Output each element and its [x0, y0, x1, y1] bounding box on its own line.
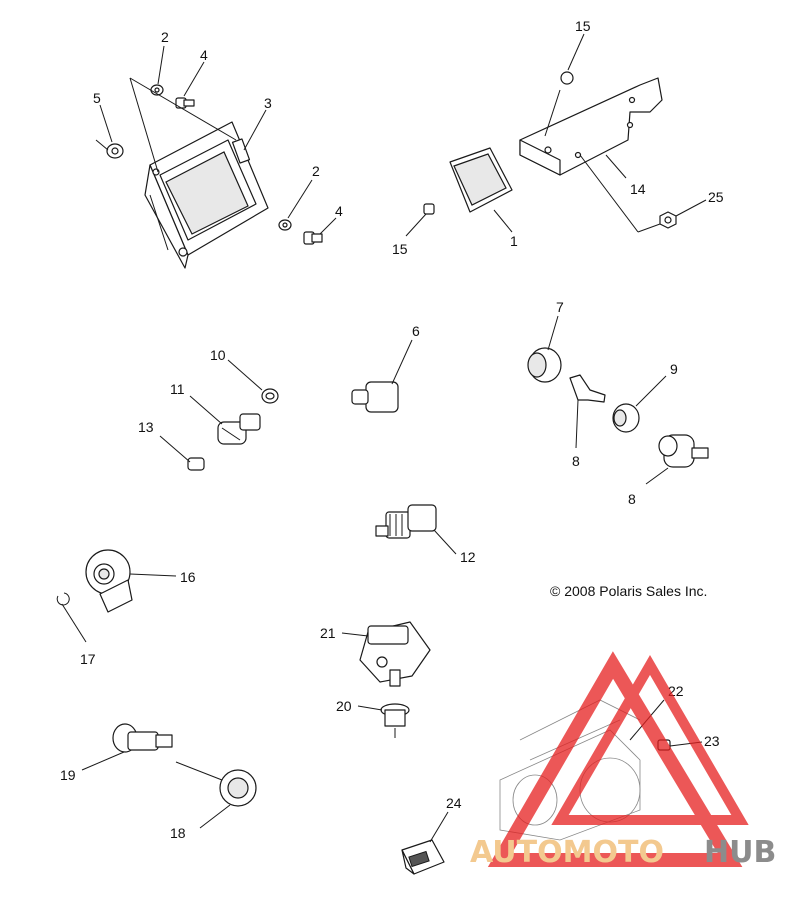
- clip-8: [569, 374, 606, 403]
- o-ring-10: [261, 388, 279, 404]
- temp-sensor-12: [375, 504, 437, 539]
- clip-17: [56, 592, 70, 606]
- callout-15-top: 15: [575, 18, 591, 34]
- callout-17: 17: [80, 651, 96, 667]
- knock-sensor-16: [85, 549, 133, 613]
- callout-2-top: 2: [161, 29, 169, 45]
- washer-5: [106, 143, 124, 159]
- mounting-bracket: [519, 77, 663, 176]
- fastener-15-left: [423, 203, 435, 215]
- callout-13: 13: [138, 419, 154, 435]
- watermark-text-hub: HUB: [704, 835, 776, 870]
- leader-lines: [61, 33, 707, 843]
- sensor-6: [351, 381, 399, 413]
- callout-23: 23: [704, 733, 720, 749]
- bolt-4-right: [303, 231, 323, 245]
- callout-3: 3: [264, 95, 272, 111]
- callout-8-right: 8: [628, 491, 636, 507]
- cover-module: [449, 147, 513, 213]
- callout-4-right: 4: [335, 203, 343, 219]
- nut-25: [659, 211, 677, 229]
- callout-25: 25: [708, 189, 724, 205]
- watermark-text-automoto: AUTOMOTO: [470, 835, 664, 870]
- grommet-9: [612, 403, 640, 433]
- callout-9: 9: [670, 361, 678, 377]
- copyright-notice: © 2008 Polaris Sales Inc.: [550, 583, 707, 599]
- grommet-7: [527, 347, 562, 383]
- callout-19: 19: [60, 767, 76, 783]
- callout-10: 10: [210, 347, 226, 363]
- callout-4-top: 4: [200, 47, 208, 63]
- callout-21: 21: [320, 625, 336, 641]
- callout-15-left: 15: [392, 241, 408, 257]
- callout-24: 24: [446, 795, 462, 811]
- callout-6: 6: [412, 323, 420, 339]
- callout-1: 1: [510, 233, 518, 249]
- plug-20: [380, 703, 410, 727]
- sensor-21: [359, 621, 431, 687]
- bolt-4-top: [175, 97, 195, 109]
- ecu-module: [144, 121, 269, 269]
- sensor-8: [658, 434, 709, 468]
- callout-14: 14: [630, 181, 646, 197]
- watermark-logo: AUTOMOTO HUB: [470, 651, 776, 870]
- callout-labels: 2 4 5 3 2 4 15 14 25 1 15 6 7 9 8 8 10 1…: [60, 18, 724, 841]
- callout-11: 11: [170, 381, 185, 397]
- sensor-19: [112, 723, 173, 753]
- callout-7: 7: [556, 299, 564, 315]
- switch-24: [401, 839, 445, 875]
- sensor-11: [217, 413, 261, 445]
- callout-8-left: 8: [572, 453, 580, 469]
- callout-18: 18: [170, 825, 186, 841]
- callout-20: 20: [336, 698, 352, 714]
- callout-16: 16: [180, 569, 196, 585]
- fastener-15-top: [560, 71, 574, 85]
- washer-2-right: [278, 219, 292, 231]
- callout-2-right: 2: [312, 163, 320, 179]
- bolt-13: [187, 457, 205, 471]
- callout-5: 5: [93, 90, 101, 106]
- seal-18: [219, 769, 257, 807]
- callout-12: 12: [460, 549, 476, 565]
